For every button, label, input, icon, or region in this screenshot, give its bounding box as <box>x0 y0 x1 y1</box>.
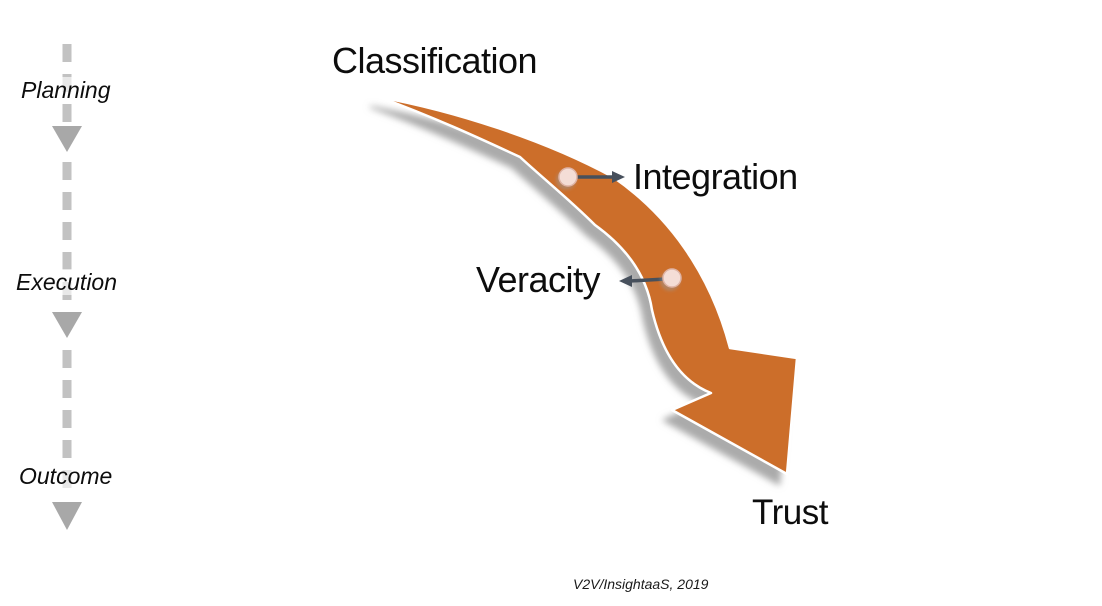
integration-connector <box>558 167 625 187</box>
swoosh-arrow <box>377 95 799 476</box>
veracity-label: Veracity <box>476 259 601 300</box>
integration-label: Integration <box>633 156 798 197</box>
trust-label: Trust <box>752 493 828 532</box>
integration-marker-dot <box>558 167 578 187</box>
down-arrowhead-icon <box>52 502 82 530</box>
integration-connector-tip-icon <box>612 171 625 183</box>
swoosh-arrow-shape <box>377 95 799 476</box>
planning-label: Planning <box>18 77 114 104</box>
down-arrowhead-icon <box>52 126 82 152</box>
veracity-connector <box>619 268 682 288</box>
veracity-connector-line <box>628 277 668 283</box>
execution-label: Execution <box>13 269 121 296</box>
veracity-connector-tip-icon <box>619 275 632 287</box>
credit-text: V2V/InsightaaS, 2019 <box>573 576 709 592</box>
classification-label: Classification <box>332 40 538 81</box>
down-arrowhead-icon <box>52 312 82 338</box>
veracity-marker-dot <box>662 268 682 288</box>
outcome-label: Outcome <box>16 463 116 490</box>
